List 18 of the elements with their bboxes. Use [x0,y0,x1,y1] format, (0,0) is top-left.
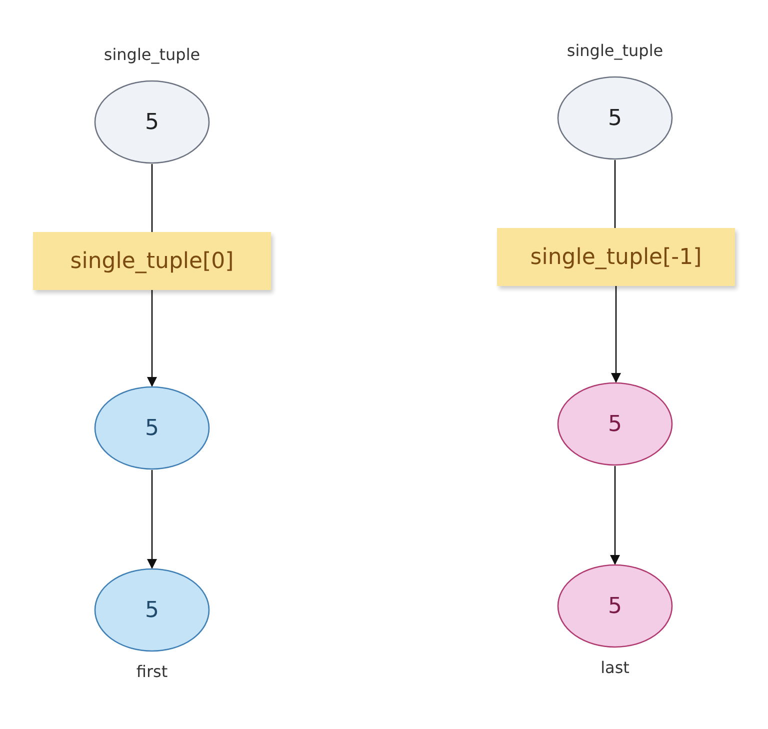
arrow [610,466,620,565]
arrow [147,290,157,387]
tuple-value: 5 [145,598,159,622]
connector-line [151,164,153,232]
tuple-value: 5 [145,110,159,134]
result-label: last [600,658,630,677]
arrow [611,286,621,383]
tuple-value: 5 [608,412,622,436]
variable-name: single_tuple [102,45,202,64]
index-expression-box: single_tuple[-1] [497,228,735,286]
tuple-value: 5 [608,594,622,618]
arrow [147,470,157,569]
variable-name: single_tuple [566,41,664,60]
tuple-value: 5 [608,106,622,130]
tuple-value: 5 [145,416,159,440]
result-label: first [135,662,169,681]
connector-line [614,160,616,228]
index-expression-box: single_tuple[0] [33,232,271,290]
